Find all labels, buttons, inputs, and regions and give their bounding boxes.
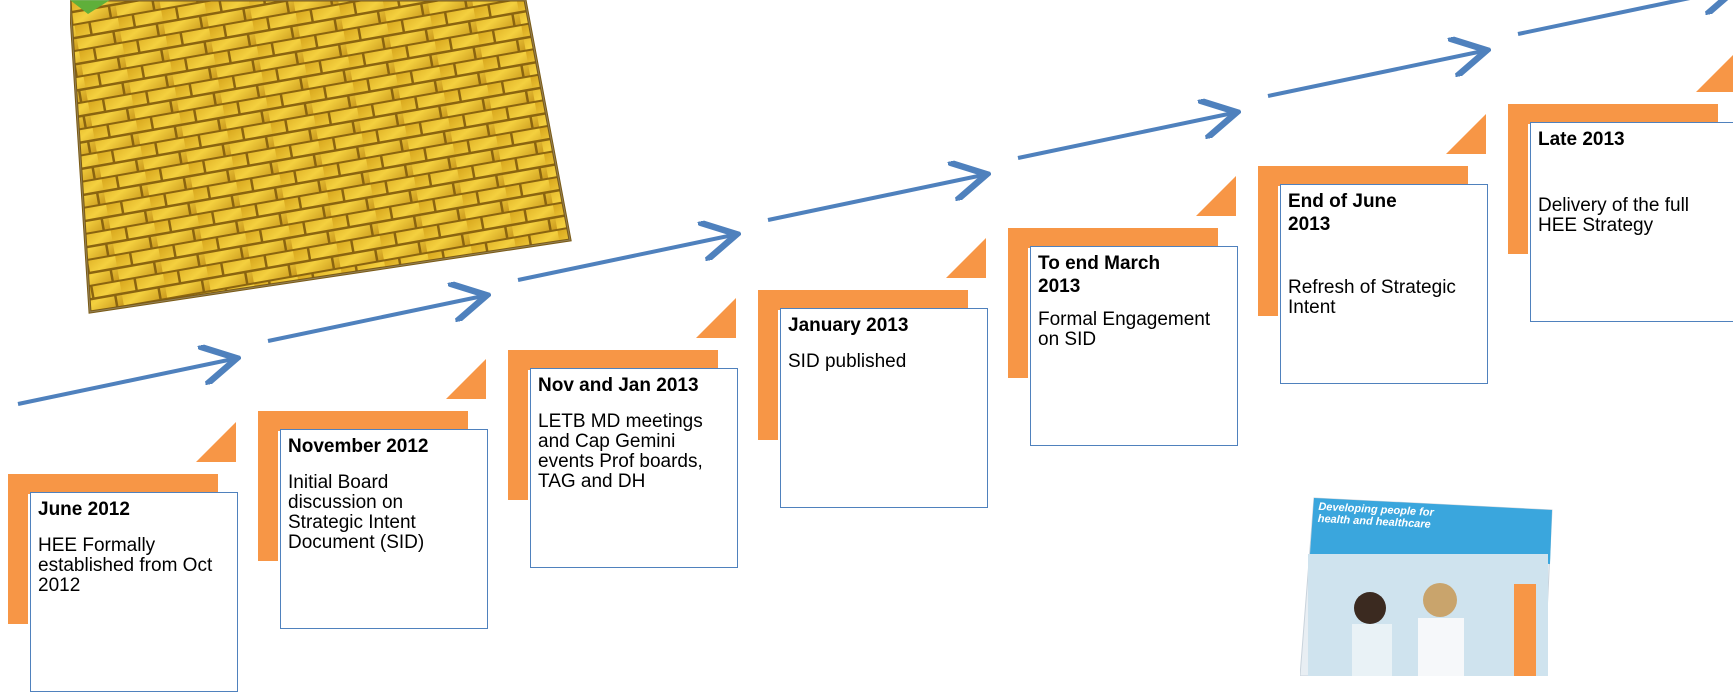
accent-bar-horizontal [758,290,968,310]
accent-bar-horizontal [258,411,468,431]
step-box [1030,246,1238,446]
accent-bar-horizontal [508,350,718,370]
step-title: Late 2013 [1538,129,1625,150]
step-title: End of June 2013 [1288,191,1397,235]
step-title: January 2013 [788,315,909,336]
step-description: Formal Engagement on SID [1038,309,1211,350]
brick-road-image [70,0,572,314]
step-description: HEE Formally established from Oct 2012 [38,535,213,596]
progression-arrows [17,0,1733,406]
step-box [780,308,988,508]
step-description: Initial Board discussion on Strategic In… [288,472,425,553]
progression-arrow [267,296,483,343]
progression-arrow [1267,51,1483,98]
corner-triangle [696,298,736,338]
corner-triangle [1446,114,1486,154]
step-title: Nov and Jan 2013 [538,375,699,396]
timeline-diagram: Developing people for health and healthc… [8,0,1733,692]
step-box [530,368,738,568]
accent-bar-horizontal [8,474,218,494]
step-description: Refresh of Strategic Intent [1288,277,1456,318]
step-title: June 2012 [38,499,130,520]
accent-bar-vertical [258,411,278,561]
progression-arrow [1017,113,1233,160]
brochure-image [1300,497,1553,676]
step-box [280,429,488,629]
accent-bar-vertical [758,290,778,440]
accent-bar-vertical [8,474,28,624]
progression-arrow [17,359,233,406]
accent-bar-horizontal [1258,166,1468,186]
accent-bar-vertical [1258,166,1278,316]
progression-arrow [767,175,983,222]
step-box [30,492,238,692]
accent-bar-horizontal [1008,228,1218,248]
step-title: November 2012 [288,436,429,457]
corner-triangle [196,422,236,462]
corner-triangle [946,238,986,278]
progression-arrow [517,235,733,282]
step-description: LETB MD meetings and Cap Gemini events P… [538,411,703,492]
corner-triangle [1696,52,1733,92]
step-description: Delivery of the full HEE Strategy [1538,195,1690,236]
step-box [1530,122,1733,322]
step-box [1280,184,1488,384]
accent-bar-vertical [1008,228,1028,378]
corner-triangle [446,359,486,399]
accent-bar-horizontal [1508,104,1718,124]
corner-triangle [1196,176,1236,216]
progression-arrow [1517,0,1733,36]
accent-bar-vertical [1508,104,1528,254]
step-description: SID published [788,351,907,372]
accent-bar-vertical [508,350,528,500]
step-title: To end March 2013 [1038,253,1161,297]
